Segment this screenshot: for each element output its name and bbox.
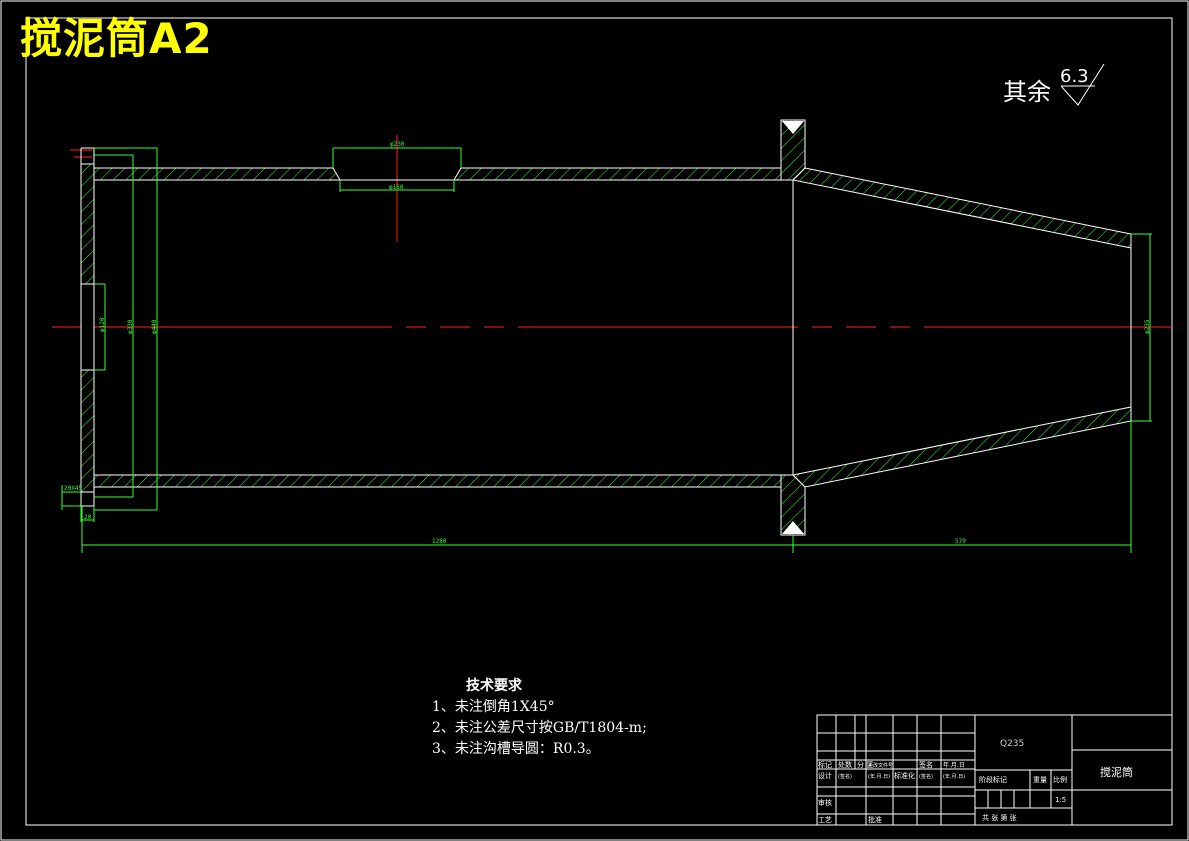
surface-finish-label: 其余 (1003, 78, 1051, 106)
tb-design: 设计 (818, 771, 832, 780)
page-title: 搅泥筒A2 (20, 14, 213, 63)
roughness-symbol (1060, 63, 1105, 106)
left-end-slot (80, 283, 95, 371)
surface-finish-value: 6.3 (1060, 66, 1089, 87)
tb-sheet-info: 共 张 第 张 (982, 813, 1017, 822)
dimension-lines (61, 147, 1152, 553)
tb-row-count: 处数 (838, 760, 852, 769)
tb-date-small: (年.月.日) (868, 773, 890, 780)
cone-lower-wall (791, 406, 1132, 488)
tb-material: Q235 (1000, 739, 1024, 749)
tech-item-3: 3、未注沟槽导圆：R0.3。 (432, 741, 600, 757)
tb-scale: 比例 (1053, 775, 1067, 784)
dim-bottom-small-1: 20X45 (64, 485, 82, 492)
ring-marker-top (782, 121, 804, 134)
tb-approve: 批准 (868, 815, 882, 824)
tech-item-2: 2、未注公差尺寸按GB/T1804-m; (432, 720, 647, 736)
ring-flange-bottom (780, 474, 806, 536)
sheet-border-inner (25, 17, 1173, 826)
cone-upper-wall (791, 167, 1132, 249)
tech-requirements: 技术要求 1、未注倒角1X45° 2、未注公差尺寸按GB/T1804-m; 3、… (432, 676, 647, 760)
tb-sign-small: (签名) (838, 773, 852, 780)
dim-overall-right: 570 (955, 538, 966, 545)
tb-row-change: 更改文件号 (868, 762, 893, 769)
tb-part-name: 搅泥筒 (1100, 765, 1133, 779)
dim-left-2: φ440 (151, 319, 158, 334)
tech-heading: 技术要求 (466, 678, 522, 694)
dim-hole-outer: φ230 (390, 141, 405, 148)
ring-marker-bottom (782, 521, 804, 534)
upper-wall (93, 167, 782, 181)
dim-left-1: φ330 (127, 319, 134, 334)
dim-hole-inner: φ160 (389, 184, 404, 191)
dim-bottom-small-2: 20 (84, 514, 92, 521)
tb-stage-mark: 阶段标记 (979, 775, 1007, 784)
tb-audit: 审核 (818, 798, 832, 807)
title-block (816, 714, 1173, 826)
dim-overall-left: 1280 (432, 538, 447, 545)
tb-scale-value: 1:5 (1055, 796, 1066, 804)
tb-process: 工艺 (818, 816, 832, 824)
dim-right: φ235 (1144, 319, 1151, 334)
tb-standardization: 标准化 (894, 771, 915, 780)
dim-left-small: φ120 (99, 317, 106, 332)
tb-row-date: 年.月.日 (943, 761, 965, 769)
tb-row-mark: 标记 (818, 760, 832, 769)
tb-date-small-2: (年.月.日) (943, 773, 965, 780)
tb-sign-small-2: (签名) (919, 773, 933, 780)
tb-row-sign: 签名 (919, 760, 933, 769)
tech-item-1: 1、未注倒角1X45° (432, 699, 555, 715)
lower-wall (93, 474, 782, 488)
tb-row-zone: 分 区 (857, 760, 873, 769)
tb-weight: 重量 (1033, 776, 1047, 784)
